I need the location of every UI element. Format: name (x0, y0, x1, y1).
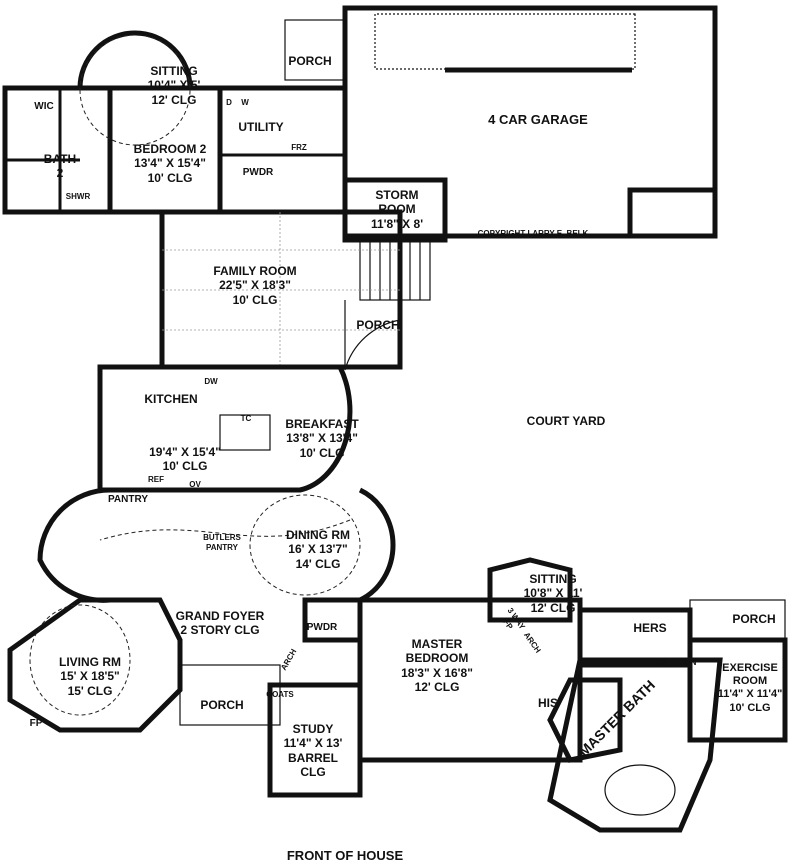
dryer-label: D (226, 98, 232, 107)
walls (2, 5, 788, 833)
dw-label: DW (204, 377, 218, 386)
sitting-master-wall (487, 557, 573, 623)
dining-wall (358, 487, 396, 603)
garage-notch (627, 187, 715, 236)
court-yard-label: COURT YARD (526, 414, 606, 428)
his-wall (547, 677, 623, 763)
front-of-house-label: FRONT OF HOUSE (286, 848, 404, 863)
porch-top-outline (284, 19, 346, 81)
pwdr-top-label: PWDR (242, 167, 274, 178)
family-grid (162, 212, 400, 367)
his-label: HIS (537, 696, 559, 710)
arch-label: ARCH (279, 647, 299, 672)
master-bath-wall (547, 657, 723, 833)
garage-label: 4 CAR GARAGE (488, 112, 588, 127)
kitchen-wall (97, 364, 400, 493)
living-wall (7, 597, 183, 733)
pantry-label: PANTRY (108, 494, 148, 505)
copyright-label: COPYRIGHT LARRY E. BELK (477, 229, 589, 238)
tub (604, 764, 676, 816)
utility-label: UTILITY (238, 120, 284, 134)
hers-label: HERS (633, 621, 667, 635)
kitchen-label: KITCHEN (144, 392, 198, 406)
porch-front-label: PORCH (200, 698, 244, 712)
porch-right-outline (689, 599, 786, 641)
shwr-label: SHWR (65, 192, 91, 201)
fp-label: FP (29, 718, 43, 729)
ks-label: KS (655, 658, 667, 667)
tc-label: TC (240, 414, 252, 423)
porch-right-label: PORCH (732, 612, 776, 626)
kitchen-island (219, 414, 271, 451)
stair-curve (37, 487, 111, 603)
porch-mid-label: PORCH (356, 318, 400, 332)
arch-2-label: ARCH (521, 630, 543, 655)
sitting-bay (77, 30, 193, 89)
porch-front-outline (179, 664, 281, 726)
porch-top-label: PORCH (288, 54, 332, 68)
wic-label: WIC (34, 101, 54, 112)
washer-label: W (241, 98, 249, 107)
garage-porch (374, 13, 636, 70)
lin-label: LIN (683, 658, 697, 667)
kitchen-dims: 19'4" X 15'4"10' CLG (149, 445, 221, 474)
coats-label: COATS (266, 690, 294, 699)
pwdr-mid-label: PWDR (306, 622, 338, 633)
ov-label: OV (189, 480, 201, 489)
ref-label: REF (148, 475, 164, 484)
frz-label: FRZ (291, 143, 307, 152)
master-bath-label: MASTER BATH (575, 676, 659, 760)
